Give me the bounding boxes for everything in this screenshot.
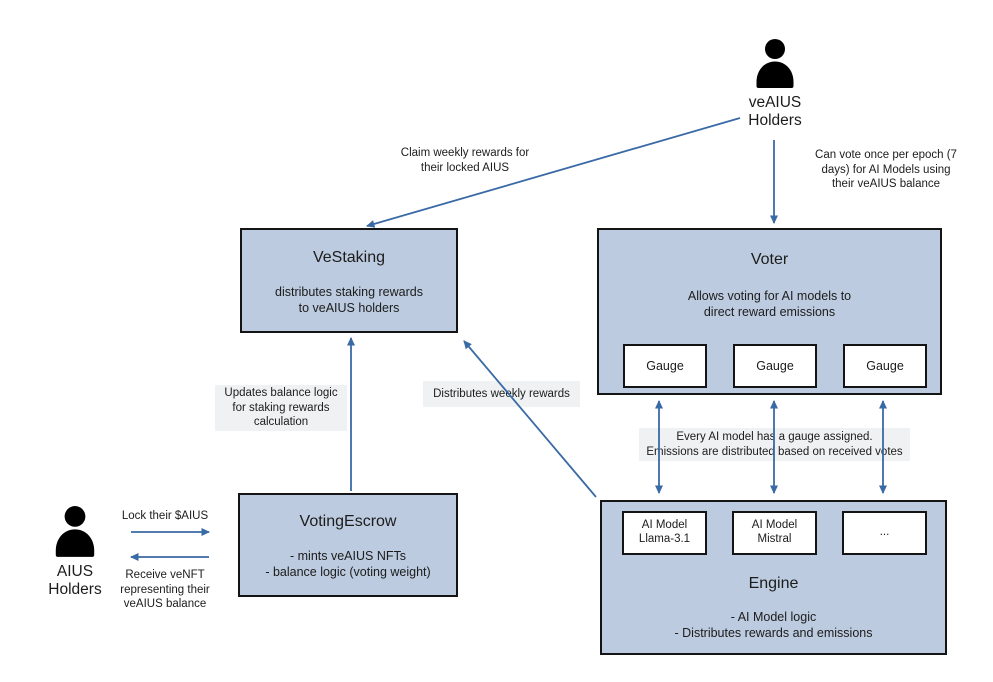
gauge-box: Gauge: [843, 344, 927, 388]
ai-model-box: AI Model Llama-3.1: [622, 511, 707, 555]
ai-model-label: ...: [879, 526, 890, 539]
distributes-weekly-label: Distributes weekly rewards: [423, 381, 580, 407]
vestaking-body: distributes staking rewards to veAIUS ho…: [275, 285, 423, 315]
ai-model-box: AI Model Mistral: [732, 511, 817, 555]
vestaking-box: VeStaking distributes staking rewards to…: [240, 228, 458, 333]
votingescrow-body: - mints veAIUS NFTs - balance logic (vot…: [265, 549, 431, 579]
aius-holders-label: AIUS Holders: [48, 563, 102, 598]
voter-body: Allows voting for AI models to direct re…: [687, 289, 852, 319]
updates-balance-label: Updates balance logic for staking reward…: [215, 385, 347, 431]
claim-rewards-label: Claim weekly rewards for their locked AI…: [400, 147, 530, 174]
arrow-distributes-weekly: [463, 340, 597, 498]
can-vote-label: Can vote once per epoch (7 days) for AI …: [815, 149, 957, 191]
voter-title: Voter: [750, 251, 789, 268]
voter-box: Voter Allows voting for AI models to dir…: [597, 228, 942, 395]
receive-venft-label: Receive veNFT representing their veAIUS …: [120, 569, 210, 611]
gauge-label: Gauge: [646, 358, 684, 373]
vestaking-title: VeStaking: [312, 249, 386, 266]
gauge-box: Gauge: [733, 344, 817, 388]
ai-model-label: AI Model Mistral: [751, 519, 798, 545]
person-icon: [51, 505, 99, 559]
gauge-label: Gauge: [866, 358, 904, 373]
ai-model-box: ...: [842, 511, 927, 555]
votingescrow-box: VotingEscrow - mints veAIUS NFTs - balan…: [238, 493, 458, 597]
gauge-assigned-label: Every AI model has a gauge assigned. Emi…: [639, 428, 910, 461]
votingescrow-title: VotingEscrow: [299, 513, 397, 530]
veaius-holders-label: veAIUS Holders: [748, 94, 802, 129]
gauge-box: Gauge: [623, 344, 707, 388]
ai-model-label: AI Model Llama-3.1: [638, 519, 691, 545]
engine-title: Engine: [748, 575, 799, 592]
person-icon: [752, 38, 798, 90]
gauge-label: Gauge: [756, 358, 794, 373]
engine-body: - AI Model logic - Distributes rewards a…: [674, 610, 873, 640]
lock-aius-label: Lock their $AIUS: [121, 510, 209, 522]
veaius-holders-actor: veAIUS Holders: [747, 38, 803, 130]
engine-box: AI Model Llama-3.1 AI Model Mistral ... …: [600, 500, 947, 655]
aius-holders-actor: AIUS Holders: [45, 505, 105, 599]
